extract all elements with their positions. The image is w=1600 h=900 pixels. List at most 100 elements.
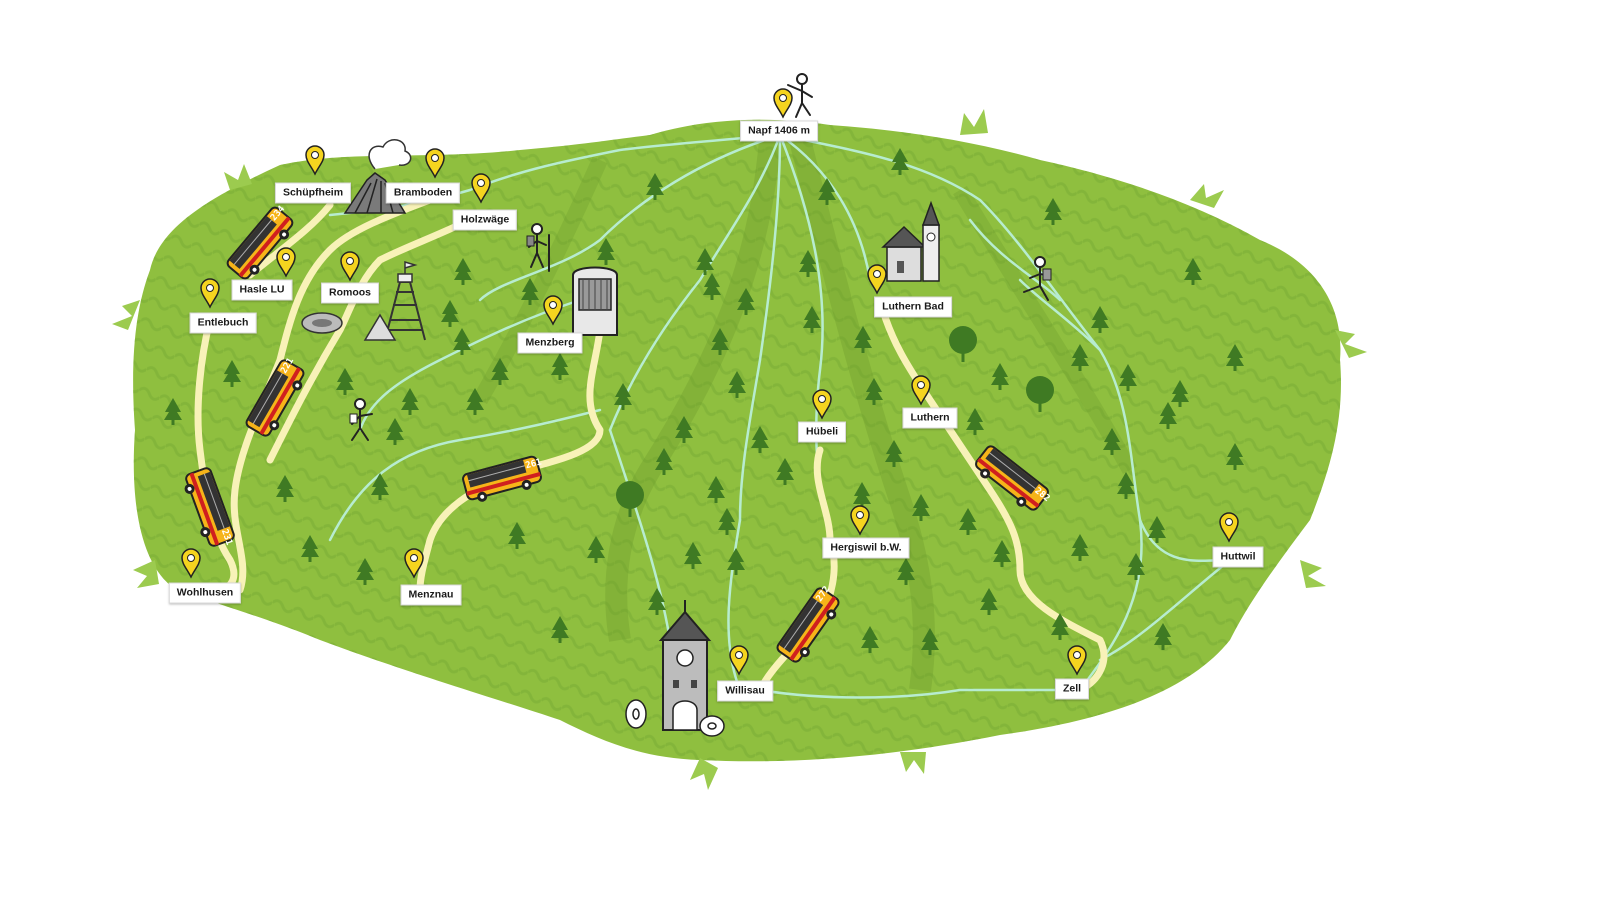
place-label-napf[interactable]: Napf 1406 m bbox=[740, 120, 818, 142]
place-label-wohlhusen[interactable]: Wohlhusen bbox=[168, 582, 242, 604]
hiker-icon bbox=[1023, 256, 1052, 301]
pine-tree-icon bbox=[491, 358, 509, 385]
bus-line-number: 261 bbox=[525, 457, 543, 471]
map-pin-icon[interactable] bbox=[340, 251, 360, 282]
pine-tree-icon bbox=[587, 536, 605, 563]
map-pin-icon[interactable] bbox=[305, 145, 325, 176]
map-pin-icon[interactable] bbox=[1219, 512, 1239, 543]
pine-tree-icon bbox=[401, 388, 419, 415]
pine-tree-icon bbox=[1117, 472, 1135, 499]
pine-tree-icon bbox=[1184, 258, 1202, 285]
place-label-menznau[interactable]: Menznau bbox=[400, 584, 462, 606]
hikers bbox=[349, 73, 1052, 441]
map-pin-icon[interactable] bbox=[425, 148, 445, 179]
map-pin-icon[interactable] bbox=[181, 548, 201, 579]
pine-tree-icon bbox=[1044, 198, 1062, 225]
ring-biscuit-icon bbox=[625, 699, 647, 729]
pine-tree-icon bbox=[614, 383, 632, 410]
pine-tree-icon bbox=[301, 535, 319, 562]
pine-tree-icon bbox=[803, 306, 821, 333]
map-pin-icon[interactable] bbox=[404, 548, 424, 579]
pine-tree-icon bbox=[1091, 306, 1109, 333]
place-label-zell[interactable]: Zell bbox=[1054, 678, 1090, 700]
map-pin-icon[interactable] bbox=[812, 389, 832, 420]
place-label-luthern-bad[interactable]: Luthern Bad bbox=[874, 296, 952, 318]
gold-panning-icon bbox=[301, 312, 343, 334]
hiker-icon bbox=[526, 223, 550, 272]
landmarks bbox=[301, 139, 941, 737]
round-tree-icon bbox=[949, 326, 977, 362]
postbus-icon: 231 bbox=[184, 467, 235, 547]
hiker-icon bbox=[349, 398, 373, 441]
pine-tree-icon bbox=[1226, 443, 1244, 470]
pine-tree-icon bbox=[1159, 402, 1177, 429]
pine-tree-icon bbox=[865, 378, 883, 405]
pine-tree-icon bbox=[1071, 344, 1089, 371]
pine-tree-icon bbox=[336, 368, 354, 395]
pine-tree-icon bbox=[854, 326, 872, 353]
church-icon bbox=[881, 200, 941, 282]
place-label-menzberg[interactable]: Menzberg bbox=[517, 332, 583, 354]
pine-tree-icon bbox=[853, 482, 871, 509]
pine-tree-icon bbox=[707, 476, 725, 503]
pine-tree-icon bbox=[891, 148, 909, 175]
hiker-icon bbox=[787, 73, 813, 118]
map-pin-icon[interactable] bbox=[471, 173, 491, 204]
map-pin-icon[interactable] bbox=[729, 645, 749, 676]
pine-tree-icon bbox=[728, 371, 746, 398]
place-label-holzwaege[interactable]: Holzwäge bbox=[452, 209, 518, 231]
place-label-entlebuch[interactable]: Entlebuch bbox=[189, 312, 257, 334]
map-pin-icon[interactable] bbox=[276, 247, 296, 278]
pine-tree-icon bbox=[1148, 516, 1166, 543]
round-tree-icon bbox=[616, 481, 644, 517]
pine-tree-icon bbox=[776, 458, 794, 485]
place-label-hergiswil[interactable]: Hergiswil b.W. bbox=[822, 537, 910, 559]
place-label-schuepfheim[interactable]: Schüpfheim bbox=[274, 182, 352, 204]
pine-tree-icon bbox=[454, 258, 472, 285]
place-label-willisau[interactable]: Willisau bbox=[717, 680, 773, 702]
map-pin-icon[interactable] bbox=[850, 505, 870, 536]
pine-tree-icon bbox=[371, 473, 389, 500]
pine-tree-icon bbox=[885, 440, 903, 467]
ring-biscuit-icon bbox=[699, 715, 725, 737]
place-label-huttwil[interactable]: Huttwil bbox=[1212, 546, 1264, 568]
map-pin-icon[interactable] bbox=[543, 295, 563, 326]
map-pin-icon[interactable] bbox=[867, 264, 887, 295]
place-label-luthern[interactable]: Luthern bbox=[902, 407, 958, 429]
deciduous-trees bbox=[616, 326, 1054, 517]
pine-tree-icon bbox=[897, 558, 915, 585]
map-pin-icon[interactable] bbox=[911, 375, 931, 406]
place-label-hasle[interactable]: Hasle LU bbox=[231, 279, 293, 301]
place-label-bramboden[interactable]: Bramboden bbox=[385, 182, 461, 204]
beach-chair-icon bbox=[572, 266, 618, 336]
location-pins bbox=[181, 88, 1239, 676]
pine-tree-icon bbox=[727, 548, 745, 575]
pine-tree-icon bbox=[1226, 344, 1244, 371]
pine-tree-icon bbox=[648, 588, 666, 615]
pine-tree-icon bbox=[737, 288, 755, 315]
hiking-trails bbox=[328, 133, 1232, 699]
postbus-icon: 234 bbox=[226, 204, 294, 280]
map-pin-icon[interactable] bbox=[773, 88, 793, 119]
pine-tree-icon bbox=[276, 475, 294, 502]
map-pin-icon[interactable] bbox=[1067, 645, 1087, 676]
pine-tree-icon bbox=[912, 494, 930, 521]
pine-tree-icon bbox=[1127, 553, 1145, 580]
pine-tree-icon bbox=[521, 278, 539, 305]
pine-tree-icon bbox=[959, 508, 977, 535]
town-gate-icon bbox=[658, 600, 712, 731]
pine-tree-icon bbox=[861, 626, 879, 653]
place-label-huebeli[interactable]: Hübeli bbox=[797, 421, 847, 443]
pine-tree-icon bbox=[991, 363, 1009, 390]
pine-tree-icon bbox=[646, 173, 664, 200]
postbus-icon: 261 bbox=[462, 455, 543, 502]
map-pin-icon[interactable] bbox=[200, 278, 220, 309]
pine-tree-icon bbox=[675, 416, 693, 443]
pine-tree-icon bbox=[751, 426, 769, 453]
pine-tree-icon bbox=[597, 238, 615, 265]
place-label-romoos[interactable]: Romoos bbox=[321, 282, 379, 304]
buses: 234 221 231 261 272 282 bbox=[184, 204, 1051, 663]
trees bbox=[164, 148, 1244, 655]
round-tree-icon bbox=[1026, 376, 1054, 412]
